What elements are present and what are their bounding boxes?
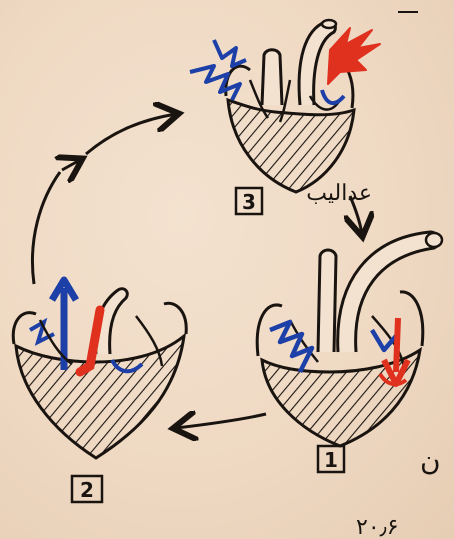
pulmonary-trunk: [318, 250, 336, 352]
stage-3-label-box: 3: [236, 188, 262, 214]
pulmonary-trunk: [262, 50, 282, 105]
deoxygenated-flow: [190, 40, 246, 100]
heart-stage-1: [257, 232, 442, 446]
stage-1-label-box: 1: [318, 446, 344, 472]
ventricle-hatching: [228, 100, 354, 192]
arrow-stage-2-to-3: [32, 114, 176, 284]
edge-note-bottom: ۲۰٫۶: [356, 515, 399, 539]
edge-note-right: ن: [420, 444, 441, 477]
stage-2-label-box: 2: [72, 476, 102, 502]
stage-3-label: 3: [242, 190, 256, 214]
arrow-note: عدالیب: [306, 181, 372, 206]
oxygenated-flow: [328, 28, 380, 84]
arrow-stage-1-to-2: [176, 414, 266, 428]
stage-2-label: 2: [80, 478, 94, 502]
heart-stage-3: [190, 20, 380, 192]
heart-stage-2: [13, 280, 186, 458]
stage-1-label: 1: [324, 448, 338, 472]
